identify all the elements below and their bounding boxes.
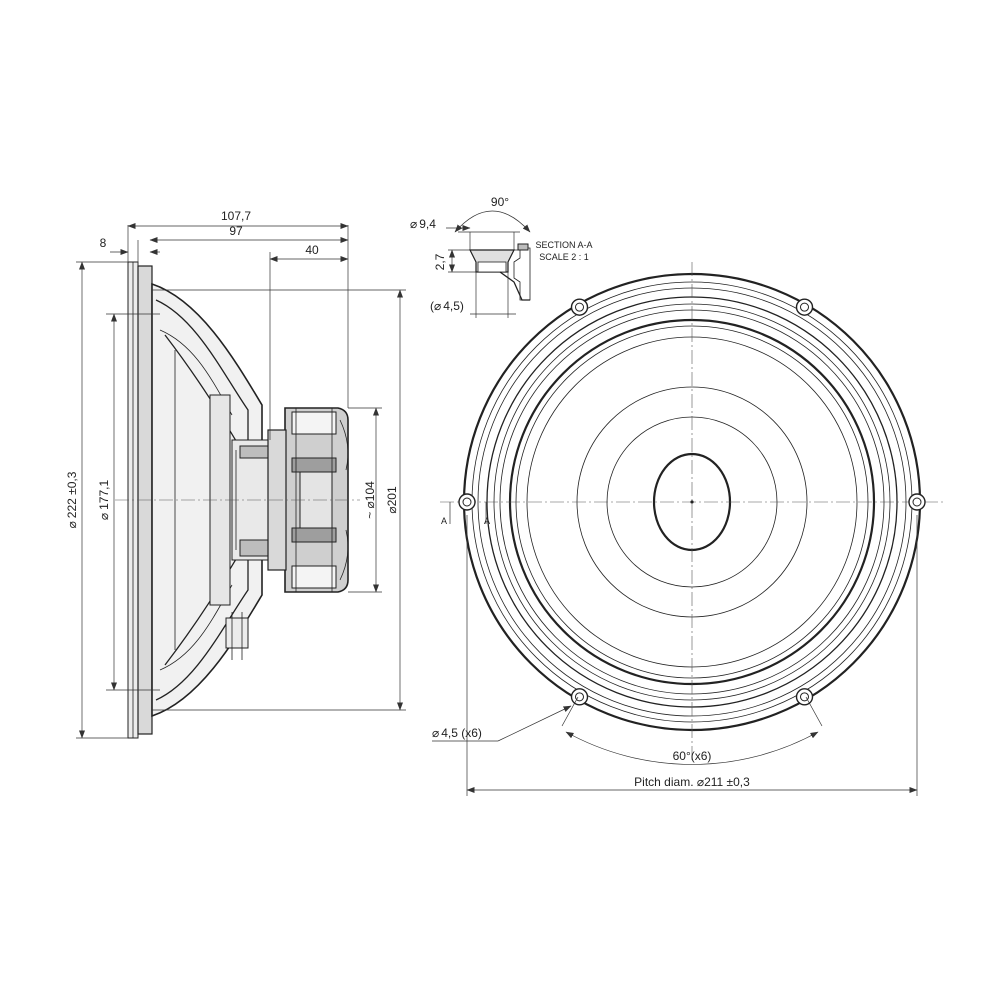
dim-cone-diameter: 177,1 — [97, 480, 111, 510]
dim-magnet-depth: 40 — [305, 243, 319, 257]
side-view: 107,7 97 8 40 ⌀ 222 ±0,3 ⌀ 177,1 ~ ⌀104 ⌀2… — [65, 209, 406, 739]
dim-magnet-diameter: ~ ⌀104 — [363, 481, 377, 519]
svg-text:⌀4,5 (x6): ⌀4,5 (x6) — [432, 726, 482, 740]
section-mark-right: A — [484, 516, 490, 526]
section-detail: 90° ⌀9,4 2,7 (⌀4,5) SECTION A-A SCALE 2 … — [410, 195, 593, 318]
section-hole: 4,5 — [443, 299, 460, 313]
mounting-hole — [795, 298, 814, 316]
section-scale: SCALE 2 : 1 — [539, 252, 589, 262]
mounting-hole — [570, 688, 589, 706]
mounting-hole — [570, 298, 589, 316]
mounting-hole — [908, 493, 926, 511]
svg-text:⌀222 ±0,3: ⌀ 222 ±0,3 — [65, 471, 79, 528]
diameter-symbol: ⌀ — [410, 217, 417, 231]
section-angle: 90° — [491, 195, 509, 209]
dim-outer-diameter: 222 ±0,3 — [65, 471, 79, 518]
diameter-symbol: ⌀ — [65, 521, 79, 528]
section-depth: 2,7 — [433, 253, 447, 270]
svg-text:(⌀4,5): (⌀4,5) — [430, 299, 464, 313]
mounting-hole-bore — [575, 692, 584, 702]
mounting-hole — [458, 493, 476, 511]
dim-flange: 8 — [100, 236, 107, 250]
diameter-symbol: ⌀ — [434, 299, 441, 313]
mounting-hole-bore — [575, 302, 584, 312]
mounting-hole-bore — [800, 692, 809, 702]
section-counterbore: 9,4 — [419, 217, 436, 231]
dim-hole-angle: 60°(x6) — [673, 749, 712, 763]
front-view: A A 60°(x6) ⌀4,5 (x6) Pitch diam. ⌀211 ±… — [432, 262, 944, 796]
terminal-block — [225, 617, 249, 649]
mounting-hole-bore — [462, 497, 472, 507]
dim-mount-holes: 4,5 (x6) — [441, 726, 482, 740]
mounting-hole — [795, 688, 814, 706]
svg-text:⌀177,1: ⌀ 177,1 — [97, 480, 111, 521]
dim-pitch-diameter: Pitch diam. ⌀211 ±0,3 — [634, 775, 750, 789]
mounting-hole-bore — [912, 497, 922, 507]
section-title: SECTION A-A — [535, 240, 592, 250]
mounting-hole-bore — [800, 302, 809, 312]
diameter-symbol: ⌀ — [97, 513, 111, 520]
section-mark-left: A — [441, 516, 447, 526]
dim-frame-to-magnet: 97 — [229, 224, 243, 238]
svg-text:⌀9,4: ⌀9,4 — [410, 217, 436, 231]
dim-overall-depth: 107,7 — [221, 209, 251, 223]
dim-frame-inner-diameter: ⌀201 — [385, 486, 399, 514]
diameter-symbol: ⌀ — [432, 726, 439, 740]
